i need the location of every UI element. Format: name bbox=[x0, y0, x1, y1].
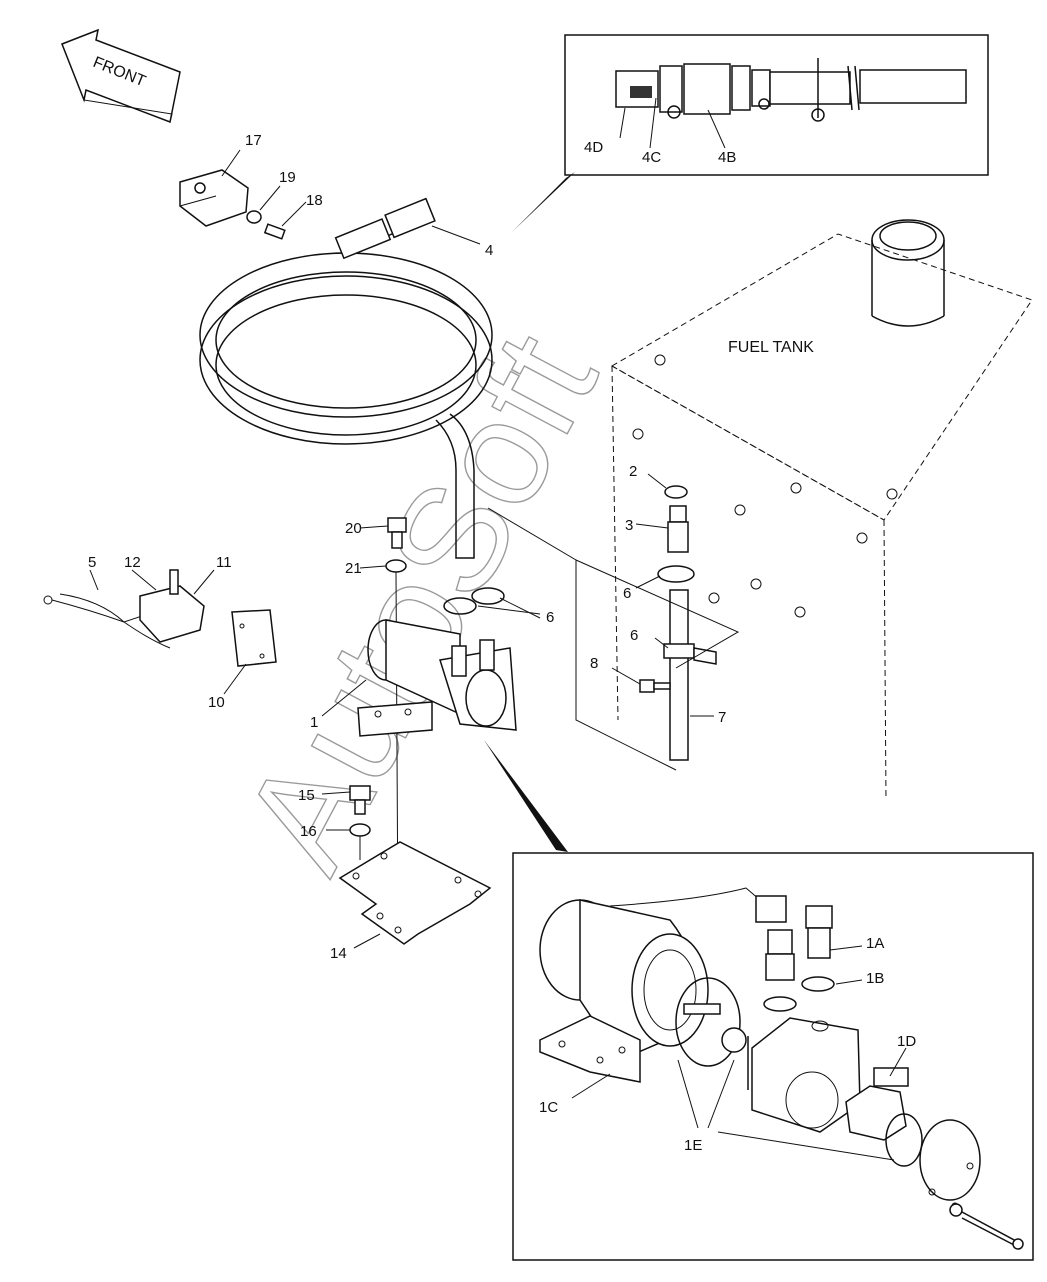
bolt-15 bbox=[349, 785, 371, 815]
callout-3: 21 bbox=[345, 560, 362, 577]
callout-12: 5 bbox=[88, 554, 96, 571]
callout-1A: 1A bbox=[866, 935, 884, 952]
callout-6-tank: 6 bbox=[623, 585, 631, 602]
pump-1 bbox=[357, 619, 517, 737]
callout-1: 1 bbox=[310, 714, 318, 731]
callout-1D: 1D bbox=[897, 1033, 916, 1050]
oring-8 bbox=[664, 485, 688, 499]
washer-19 bbox=[246, 210, 262, 224]
callout-8: 2 bbox=[629, 463, 637, 480]
callout-21: 8 bbox=[590, 655, 598, 672]
bracket-14 bbox=[338, 841, 492, 945]
callout-4B: 4B bbox=[718, 149, 736, 166]
washer-3 bbox=[385, 559, 407, 573]
callout-11: 12 bbox=[124, 554, 141, 571]
callout-13: 10 bbox=[208, 694, 225, 711]
callout-7: 3 bbox=[625, 517, 633, 534]
callout-4D: 4D bbox=[584, 139, 603, 156]
callout-18: 18 bbox=[306, 192, 323, 209]
callout-1C: 1C bbox=[539, 1099, 558, 1116]
bolt-18 bbox=[263, 223, 286, 240]
callout-16: 16 bbox=[300, 823, 317, 840]
callout-5: 7 bbox=[718, 709, 726, 726]
bolt-2 bbox=[387, 517, 407, 549]
callout-1B: 1B bbox=[866, 970, 884, 987]
clip-20 bbox=[663, 643, 717, 665]
front-arrow: FRONT bbox=[61, 28, 181, 124]
callout-14: 14 bbox=[330, 945, 347, 962]
callout-2: 20 bbox=[345, 520, 362, 537]
fitting-7 bbox=[667, 505, 689, 553]
bracket-17 bbox=[179, 169, 249, 227]
toggle-switch-11 bbox=[139, 569, 205, 643]
inset-pointer bbox=[512, 172, 575, 232]
inset-hose-detail bbox=[564, 34, 989, 176]
hose-coil-4 bbox=[199, 197, 493, 559]
wire-harness-12 bbox=[43, 593, 171, 649]
inset-pump-pointer bbox=[484, 740, 568, 852]
washer-16 bbox=[349, 823, 371, 837]
callout-20: 6 bbox=[630, 627, 638, 644]
callout-10: 11 bbox=[216, 554, 232, 571]
callout-17: 17 bbox=[245, 132, 262, 149]
inset-pump-detail bbox=[512, 852, 1034, 1261]
bolt-21 bbox=[639, 679, 671, 693]
callout-6-pump: 6 bbox=[546, 609, 554, 626]
clamp-6-tank bbox=[657, 565, 695, 583]
callout-4C: 4C bbox=[642, 149, 661, 166]
callout-4: 4 bbox=[485, 242, 493, 259]
fuel-tank-label: FUEL TANK bbox=[728, 339, 814, 356]
callout-15: 15 bbox=[298, 787, 315, 804]
hose-5 bbox=[669, 589, 689, 761]
callout-1E: 1E bbox=[684, 1137, 702, 1154]
fuel-tank bbox=[610, 219, 1033, 801]
switch-plate-13 bbox=[231, 609, 277, 667]
callout-19: 19 bbox=[279, 169, 296, 186]
